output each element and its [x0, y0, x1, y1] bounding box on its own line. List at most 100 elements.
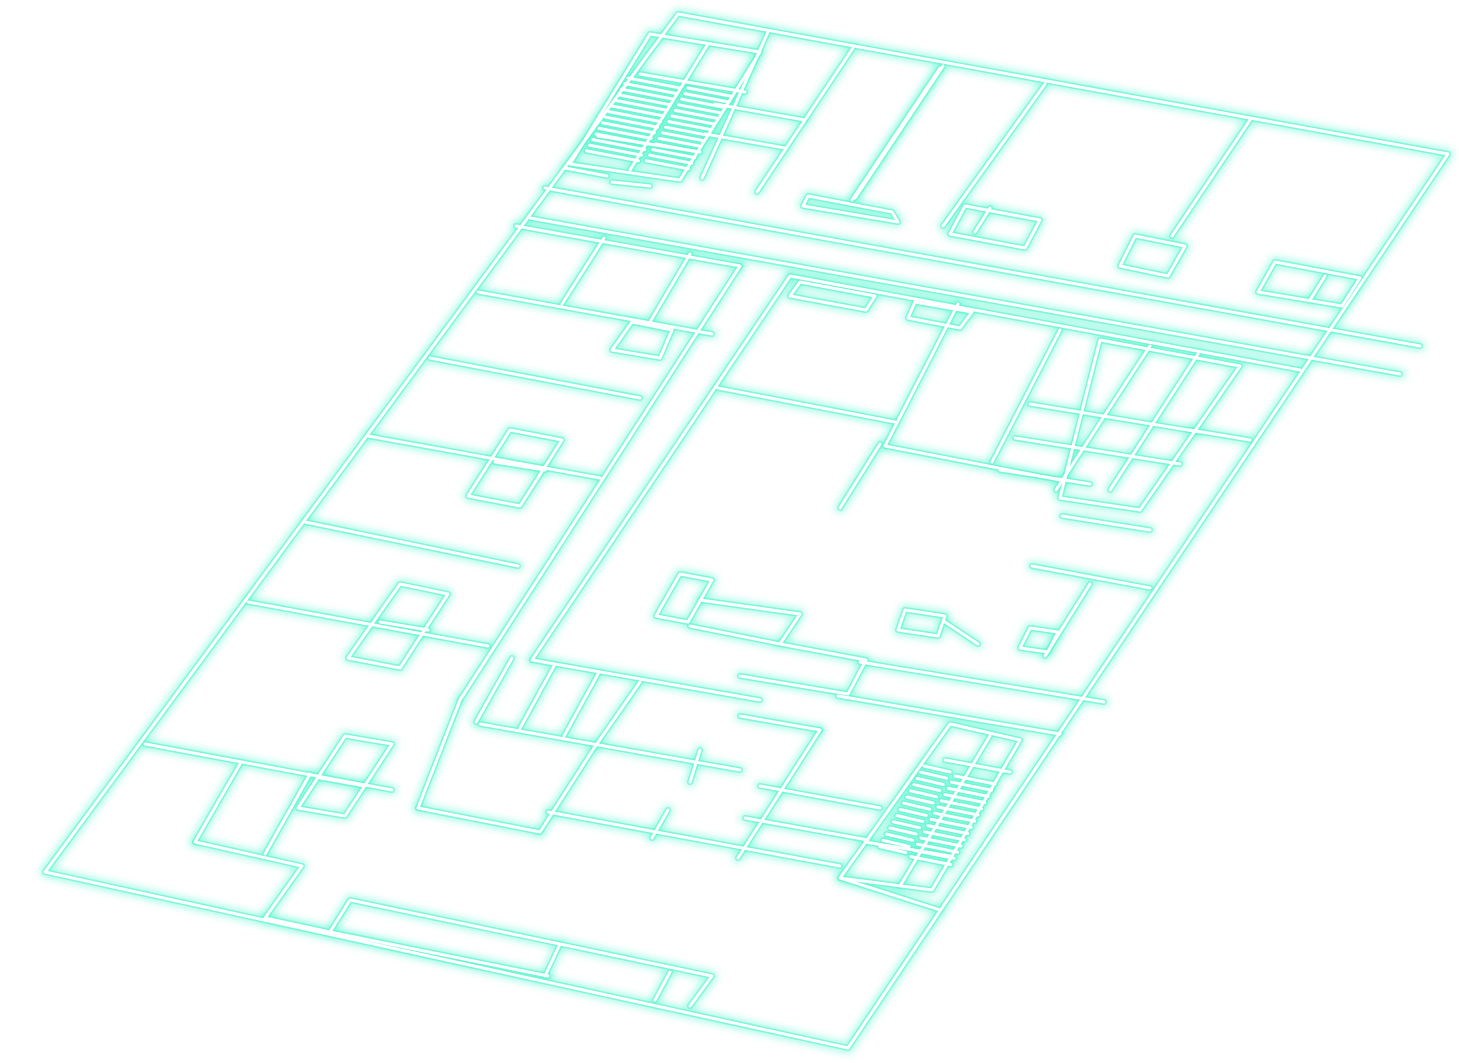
stair-tread — [616, 93, 672, 107]
middle-block-wall — [788, 274, 1302, 372]
stair-tread — [912, 848, 956, 860]
right-room-wall — [858, 660, 1106, 704]
stair-tread — [943, 793, 987, 805]
wall-glow-inner-layer — [42, 11, 1451, 1051]
stair-tread — [915, 776, 945, 786]
stair-well — [838, 722, 1022, 892]
central-corridor-wall — [416, 698, 462, 810]
stair-tread — [594, 132, 650, 146]
middle-block-wall — [716, 386, 897, 424]
top-room-divider — [973, 206, 992, 234]
middle-lower-divider — [943, 620, 980, 646]
lower-rooms-wall — [738, 714, 822, 732]
stair-tread — [912, 783, 942, 793]
lower-rooms-gap — [688, 748, 702, 784]
lower-rooms-wall — [736, 728, 822, 860]
stair-tread — [908, 789, 938, 799]
wall-glow-layer — [40, 9, 1453, 1053]
lower-rooms-gap — [650, 808, 670, 840]
stair-tread — [591, 138, 647, 152]
stair-tread — [919, 836, 963, 848]
stair-tread — [905, 795, 935, 805]
upper-corridor-top-wall — [563, 166, 609, 178]
outer-wall-glow-inner — [42, 11, 1451, 1051]
stair-tread — [607, 110, 663, 124]
stair-tread — [604, 115, 660, 129]
bottom-wall — [328, 930, 550, 978]
stair-tread — [902, 801, 932, 811]
middle-nook — [906, 300, 974, 330]
left-room-wall — [246, 600, 490, 648]
left-nook — [296, 734, 394, 818]
central-corridor-wall — [530, 274, 792, 662]
stair-tread — [898, 807, 928, 817]
top-room-wall — [703, 132, 787, 150]
bottom-wall — [653, 970, 672, 1002]
top-room-divider — [850, 66, 942, 202]
stair-tread — [919, 770, 949, 780]
middle-block-divider — [883, 302, 960, 448]
stair-tread — [946, 786, 990, 798]
left-nook-divider — [493, 460, 547, 472]
stair-well-cross — [638, 72, 747, 94]
left-room-divider — [560, 236, 606, 306]
stair-tread — [584, 149, 640, 163]
middle-lower-nook — [654, 572, 714, 624]
stair-tread — [929, 817, 973, 829]
stair-tread — [895, 814, 925, 824]
stair-tread — [613, 98, 669, 112]
upper-corridor-wall — [543, 186, 1422, 348]
middle-lower-wall — [688, 598, 802, 646]
top-nook — [948, 204, 1042, 250]
stair-tread — [676, 103, 722, 115]
stair-tread — [664, 125, 710, 137]
right-inner-cross — [1028, 402, 1202, 434]
stair-tread — [683, 92, 729, 104]
stair-tread — [922, 764, 952, 774]
wall-layer — [43, 12, 1450, 1050]
left-nook-divider — [318, 776, 367, 788]
middle-block-divider — [838, 442, 882, 510]
lower-rooms-wall — [546, 810, 842, 868]
lower-rooms-wall — [538, 746, 596, 834]
stair-tread — [660, 131, 706, 143]
lower-rooms-wall — [416, 806, 542, 834]
top-nook — [1118, 234, 1187, 278]
stair-tread — [933, 811, 977, 823]
upper-corridor-bottom-wall — [528, 216, 1402, 376]
left-room-divider — [648, 252, 692, 324]
stair-tread — [670, 114, 716, 126]
left-room-wall — [514, 224, 742, 268]
middle-nook — [788, 280, 877, 312]
right-inner-cross — [1013, 436, 1182, 466]
top-room-divider — [1308, 274, 1327, 302]
lower-rooms-wall — [518, 664, 556, 730]
stair-tread — [623, 82, 679, 96]
lower-rooms-wall — [758, 784, 882, 810]
left-nook — [466, 428, 564, 508]
stair-well — [568, 32, 762, 182]
right-inner-divider — [1108, 352, 1200, 492]
top-room-wall — [713, 102, 807, 122]
middle-block-divider — [990, 328, 1062, 464]
stair-tread — [626, 76, 682, 90]
central-corridor-wall — [458, 264, 742, 702]
bottom-wall — [558, 942, 714, 1008]
central-corridor-wall — [530, 658, 762, 702]
top-room-divider — [1170, 118, 1252, 238]
lower-rooms-wall — [474, 656, 514, 724]
left-room-wall — [428, 356, 642, 400]
right-room-wall — [1030, 564, 1152, 590]
stair-tread — [881, 838, 911, 848]
stair-tread — [600, 121, 656, 135]
stair-tread — [651, 148, 697, 160]
stair-tread — [648, 153, 694, 165]
stair-tread — [936, 805, 980, 817]
outer-wall — [43, 12, 1450, 1050]
stair-tread — [950, 780, 994, 792]
stair-tread — [588, 143, 644, 157]
right-room-wall — [1060, 514, 1152, 532]
stair-tread — [610, 104, 666, 118]
top-room-divider — [941, 82, 1047, 228]
